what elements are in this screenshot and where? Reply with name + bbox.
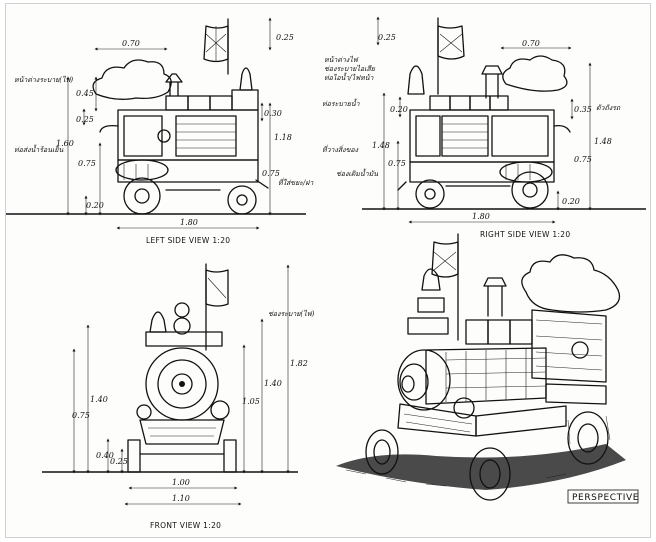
front-view: 1.82 1.40 0.75 0.40 0.25 1.40 1.05 1.00 …	[42, 263, 315, 530]
dim-front-h4: 0.25	[110, 457, 128, 466]
wheel-front-left	[365, 429, 399, 475]
wheel-front-right	[469, 447, 511, 501]
flag-icon	[437, 25, 465, 60]
caption-front: FRONT VIEW 1:20	[150, 521, 221, 530]
dim-right-right-low: 0.75	[574, 155, 592, 164]
flag-icon	[205, 269, 229, 307]
dim-left-width: 1.80	[180, 218, 198, 227]
dim-left-h-mid: 0.75	[78, 159, 96, 168]
smoke-cloud	[502, 55, 568, 92]
note-right-3: ท่อไอน้ำ/ไฟหน้า	[324, 72, 374, 82]
wheel-front-right	[223, 439, 237, 473]
dim-left-right-total: 1.18	[274, 133, 292, 142]
note-right-1: หน้าต่างไฟ	[324, 55, 359, 64]
note-right-5: ที่วางสิ่งของ	[322, 144, 359, 154]
dim-right-right-total: 1.48	[594, 137, 612, 146]
dim-left-h-total: 1.60	[56, 139, 74, 148]
dim-front-h1: 1.40	[90, 395, 108, 404]
caption-right-side: RIGHT SIDE VIEW 1:20	[480, 230, 570, 239]
dim-left-h2: 0.25	[76, 115, 94, 124]
perspective-view: PERSPECTIVE	[336, 233, 639, 504]
wheel-front-left	[127, 439, 141, 473]
note-right-2: ช่องระบายไอเสีย	[324, 64, 376, 73]
dim-left-top-width: 0.70	[122, 39, 140, 48]
dim-left-right-h: 0.30	[264, 109, 282, 118]
note-left-2: ท่อส่งน้ำร้อนเย็น	[14, 144, 63, 154]
note-left-1: หน้าต่างระบาย(ไฟ)	[14, 75, 73, 84]
caption-left-side: LEFT SIDE VIEW 1:20	[146, 236, 230, 245]
dim-front-r1: 1.40	[264, 379, 282, 388]
dim-front-total: 1.82	[290, 359, 308, 368]
wheel-front-left	[227, 185, 257, 215]
dim-right-right-upper: 0.35	[574, 105, 592, 114]
dim-right-h-mid: 0.75	[388, 159, 406, 168]
dim-left-flag-h: 0.25	[276, 33, 294, 42]
flag-icon	[431, 241, 459, 278]
wheel-rear-left	[123, 177, 161, 215]
note-right-7: ตัวถังรถ	[596, 104, 621, 112]
dim-left-clear: 0.20	[86, 201, 104, 210]
cart-body	[117, 109, 259, 161]
dim-front-r2: 1.05	[242, 397, 260, 406]
dim-right-h-upper: 0.20	[390, 105, 408, 114]
wheel-rear-right	[511, 171, 549, 209]
note-right-4: ท่อระบายน้ำ	[322, 98, 361, 108]
wheel-front-right	[415, 179, 445, 209]
dim-right-top-width: 0.70	[522, 39, 540, 48]
dim-front-h2: 0.75	[72, 411, 90, 420]
smoke-cloud	[92, 59, 172, 100]
flag-icon	[203, 25, 229, 63]
smoke-cloud	[521, 254, 621, 313]
dim-right-clear: 0.20	[562, 197, 580, 206]
rear-cabin	[531, 309, 607, 383]
dim-right-flag-h: 0.25	[378, 33, 396, 42]
right-side-view: 0.25 0.70 0.20 1.48 0.75 0.20 0.35 1.48 …	[322, 16, 646, 239]
dim-front-w1: 1.00	[172, 478, 190, 487]
drawing-sheet: 0.70 0.25 0.45 0.25 1.60 0.75 0.20 0.30 …	[5, 3, 651, 538]
dim-right-width: 1.80	[472, 212, 490, 221]
dim-left-right-low: 0.75	[262, 169, 280, 178]
technical-drawing: 0.70 0.25 0.45 0.25 1.60 0.75 0.20 0.30 …	[6, 16, 646, 530]
note-front-1: ช่องระบาย(ไฟ)	[268, 309, 315, 318]
left-side-view: 0.70 0.25 0.45 0.25 1.60 0.75 0.20 0.30 …	[6, 17, 314, 245]
note-left-3: ที่ใส่ขยะ/ฝา	[278, 177, 314, 187]
wheel-rear-right	[567, 411, 609, 465]
dim-front-h3: 0.40	[96, 451, 114, 460]
perspective-label-box	[567, 489, 639, 504]
caption-perspective: PERSPECTIVE	[572, 493, 639, 503]
dim-left-h1: 0.45	[76, 89, 94, 98]
dim-right-h-total: 1.48	[372, 141, 390, 150]
dim-front-w2: 1.10	[172, 494, 190, 503]
front-boiler	[397, 349, 451, 411]
note-right-6: ช่องเติมน้ำมัน	[336, 168, 378, 178]
cart-body	[409, 109, 555, 163]
